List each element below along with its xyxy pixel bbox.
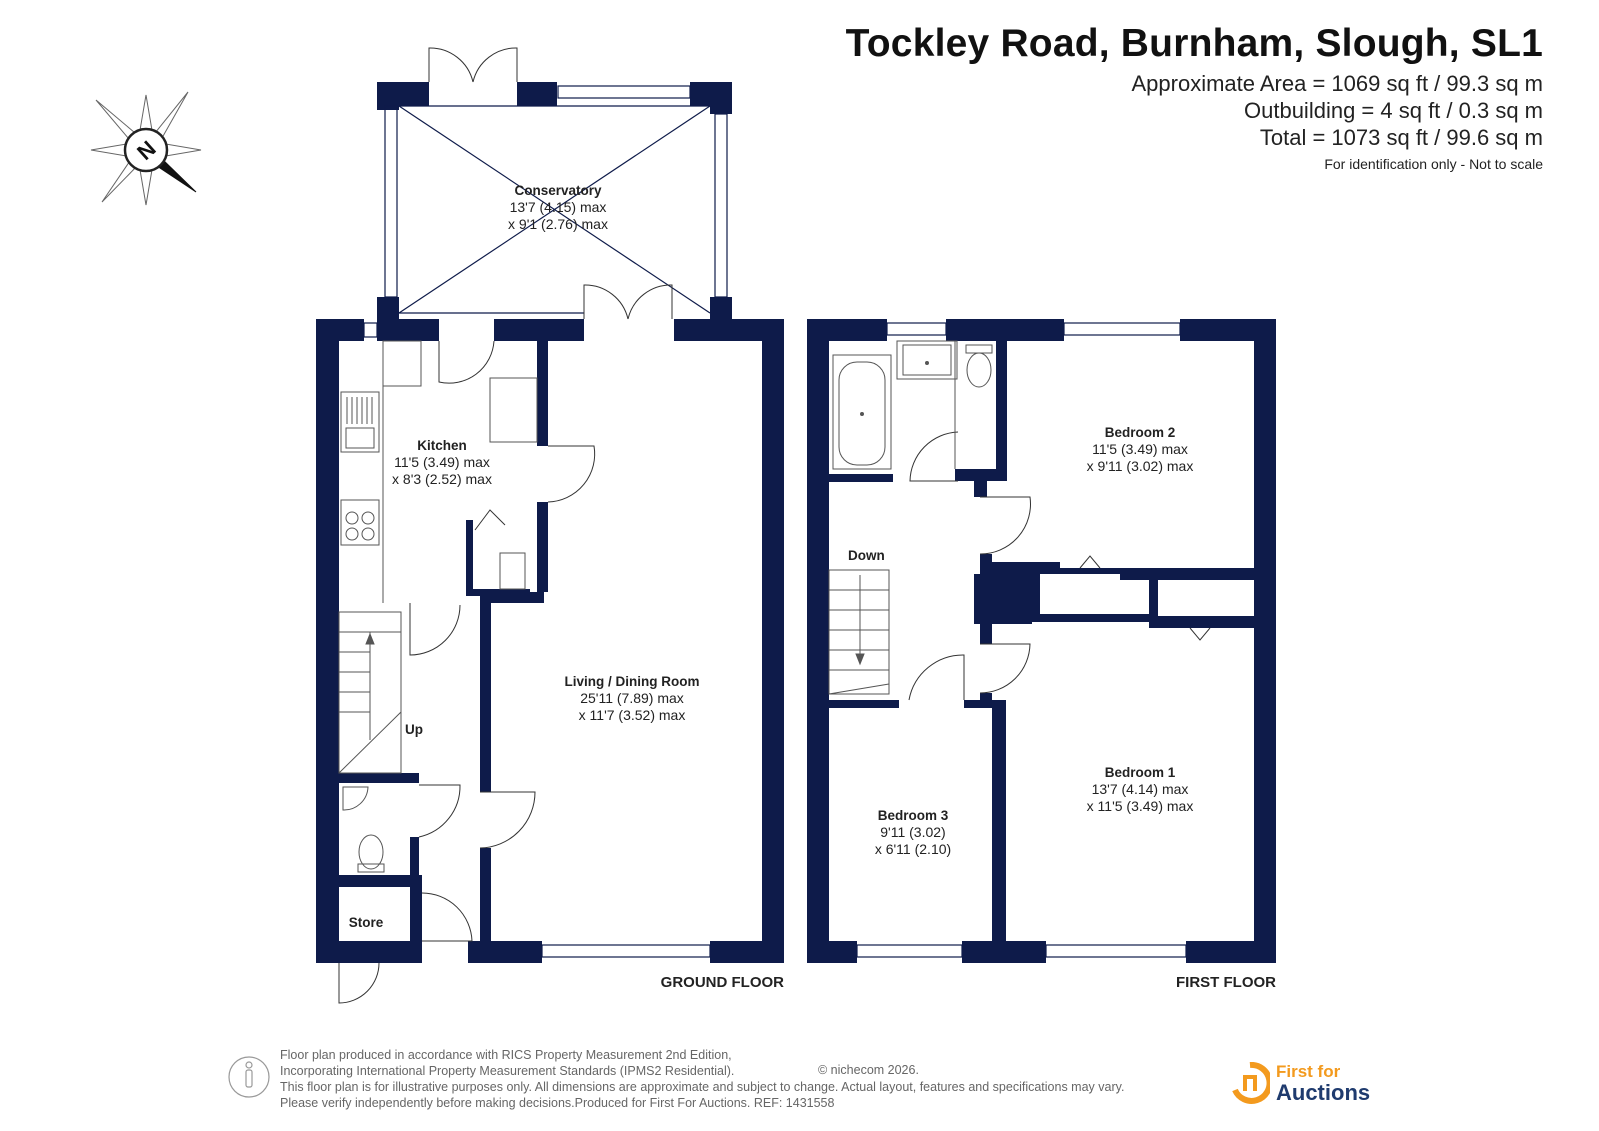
room-dim-conservatory-1: 13'7 (4.15) max — [510, 199, 607, 215]
room-dim-conservatory-2: x 9'1 (2.76) max — [508, 216, 608, 232]
logo-text-top: First for — [1276, 1062, 1341, 1081]
room-dim-bedroom1-2: x 11'5 (3.49) max — [1087, 798, 1194, 814]
ground-floor-label: GROUND FLOOR — [661, 974, 784, 991]
room-dim-kitchen-1: 11'5 (3.49) max — [394, 454, 490, 470]
logo-text-bottom: Auctions — [1276, 1080, 1371, 1105]
identification-disclaimer: For identification only - Not to scale — [1324, 156, 1543, 172]
room-name-living: Living / Dining Room — [565, 674, 700, 689]
room-name-bedroom2: Bedroom 2 — [1105, 425, 1176, 440]
hob-icon — [340, 499, 380, 546]
first-floor-stairs — [828, 569, 890, 695]
room-dim-bedroom2-2: x 9'11 (3.02) max — [1087, 458, 1194, 474]
bathroom-fixtures — [832, 340, 993, 470]
room-dim-bedroom3-1: 9'11 (3.02) — [880, 824, 945, 840]
first-floor-walls — [807, 319, 1276, 963]
footer-line-1: Floor plan produced in accordance with R… — [280, 1048, 732, 1062]
ground-stairs — [338, 611, 402, 774]
footer-line-3: This floor plan is for illustrative purp… — [280, 1080, 1125, 1094]
room-dim-bedroom1-1: 13'7 (4.14) max — [1092, 781, 1189, 797]
room-name-kitchen: Kitchen — [417, 438, 467, 453]
compass-icon: N — [90, 91, 202, 206]
area-approx: Approximate Area = 1069 sq ft / 99.3 sq … — [1131, 71, 1543, 96]
logo-mark-icon — [1232, 1062, 1270, 1104]
room-dim-kitchen-2: x 8'3 (2.52) max — [392, 471, 492, 487]
page-title: Tockley Road, Burnham, Slough, SL1 — [845, 22, 1543, 65]
room-dim-living-1: 25'11 (7.89) max — [580, 690, 684, 706]
first-floor-doors — [908, 431, 1211, 701]
brand-logo: First for Auctions — [1230, 1062, 1380, 1105]
kitchen-fixtures — [340, 340, 538, 603]
footer-line-2: Incorporating International Property Mea… — [280, 1064, 735, 1078]
ground-floor-doors — [338, 47, 673, 1004]
first-floor-windows — [856, 322, 1187, 958]
footer-line-4: Please verify independently before makin… — [280, 1096, 835, 1110]
wc-fixtures — [342, 786, 385, 873]
room-name-conservatory: Conservatory — [514, 183, 602, 198]
room-name-bedroom1: Bedroom 1 — [1105, 765, 1176, 780]
area-total: Total = 1073 sq ft / 99.6 sq m — [1259, 125, 1543, 150]
sink-icon — [340, 391, 380, 453]
room-dim-bedroom2-1: 11'5 (3.49) max — [1092, 441, 1188, 457]
area-outbuilding: Outbuilding = 4 sq ft / 0.3 sq m — [1244, 98, 1543, 123]
footer-notes: Floor plan produced in accordance with R… — [280, 1047, 1124, 1111]
room-dim-living-2: x 11'7 (3.52) max — [579, 707, 686, 723]
conservatory-glazing — [384, 85, 728, 314]
room-name-store: Store — [349, 915, 384, 930]
header: Tockley Road, Burnham, Slough, SL1 Appro… — [846, 22, 1543, 172]
room-name-bedroom3: Bedroom 3 — [878, 808, 949, 823]
ground-floor-walls — [316, 82, 784, 963]
person-icon — [228, 1056, 270, 1098]
stairs-down-label: Down — [848, 548, 885, 563]
living-room-window — [363, 322, 711, 958]
room-dim-bedroom3-2: x 6'11 (2.10) — [875, 841, 951, 857]
first-floor-label: FIRST FLOOR — [1176, 974, 1276, 991]
stairs-up-label: Up — [405, 722, 423, 737]
copyright: © nichecom 2026. — [818, 1063, 919, 1077]
